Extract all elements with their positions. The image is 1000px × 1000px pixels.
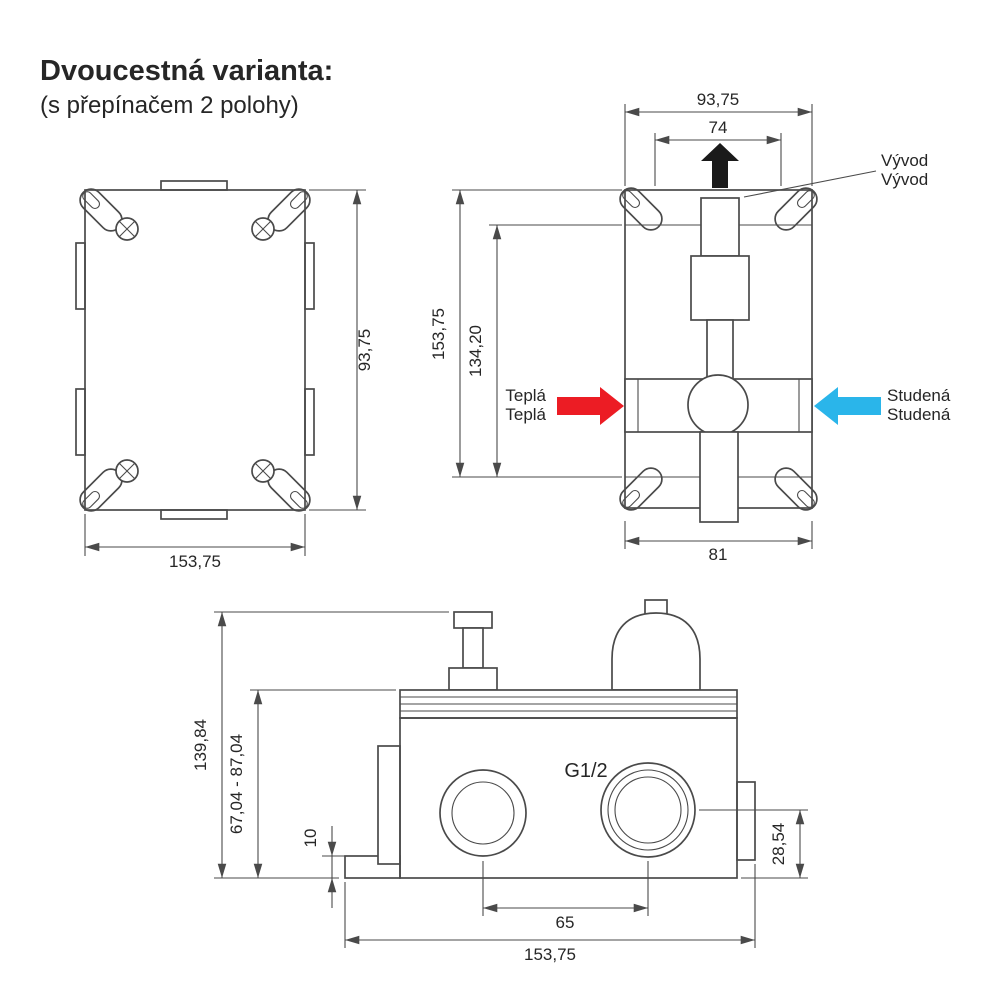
mounting-ear — [619, 187, 663, 231]
dim-side-total-width: 153,75 — [344, 864, 756, 964]
dim-rear-outer-height-label: 153,75 — [429, 308, 448, 360]
outlet-label: Vývod — [881, 151, 928, 170]
cold-arrow-icon — [814, 387, 881, 425]
bottom-pipe — [699, 431, 739, 523]
side-tab — [75, 388, 86, 456]
outlet-arrow-icon — [701, 143, 739, 188]
dim-side-depth-range: 67,04 - 87,04 — [227, 689, 396, 878]
side-tab — [160, 180, 228, 191]
left-plate — [377, 745, 401, 865]
dim-rear-hole-spacing-label: 74 — [709, 118, 728, 137]
box-outline — [84, 189, 306, 511]
dim-side-port-spacing-label: 65 — [556, 913, 575, 932]
dim-side-depth-range-label: 67,04 - 87,04 — [227, 734, 246, 834]
cold-label: Studená — [887, 386, 951, 405]
side-tab — [304, 388, 315, 456]
dim-front-height-label: 93,75 — [355, 329, 374, 372]
left-port-outer — [439, 769, 527, 857]
dim-rear-bottom-width-label: 81 — [709, 545, 728, 564]
dim-front-width-label: 153,75 — [169, 552, 221, 571]
outlet-leader-line — [743, 170, 877, 198]
dim-rear-inner-height: 134,20 — [466, 224, 622, 477]
stem-neck — [462, 627, 484, 669]
side-tab — [304, 242, 315, 310]
right-port-mid — [607, 769, 689, 851]
dim-rear-outer-height: 153,75 — [429, 189, 622, 478]
mounting-ear — [774, 187, 818, 231]
screw-icon — [251, 459, 275, 483]
dim-side-outlet-offset-label: 28,54 — [769, 823, 788, 866]
mounting-ear — [267, 468, 311, 512]
dim-rear-outer-width: 93,75 — [624, 90, 813, 186]
stem-base — [448, 667, 498, 691]
dim-rear-outer-width-label: 93,75 — [697, 90, 740, 109]
page-subtitle: (s přepínačem 2 polohy) — [40, 92, 299, 119]
dim-side-plate-thickness-label: 10 — [301, 829, 320, 848]
cold-label: Studená — [887, 405, 951, 424]
knob-dome — [611, 612, 701, 691]
mixing-ball — [687, 374, 749, 436]
screw-icon — [251, 217, 275, 241]
screw-icon — [115, 217, 139, 241]
screw-icon — [115, 459, 139, 483]
left-port-inner — [451, 781, 515, 845]
dim-side-outlet-offset: 28,54 — [699, 809, 808, 879]
side-tab — [75, 242, 86, 310]
dim-rear-inner-height-label: 134,20 — [466, 325, 485, 377]
front-view: 93,75 153,75 — [75, 180, 374, 571]
hot-label: Teplá — [505, 386, 546, 405]
hot-label: Teplá — [505, 405, 546, 424]
dim-rear-hole-spacing: 74 — [654, 118, 782, 186]
dim-side-total-width-label: 153,75 — [524, 945, 576, 964]
dim-side-total-height: 139,84 — [191, 611, 449, 879]
dim-front-height: 93,75 — [309, 189, 374, 511]
side-tab — [160, 509, 228, 520]
outlet-label: Vývod — [881, 170, 928, 189]
side-view: G1/2 139,84 67,04 - 87,04 10 28,54 — [191, 599, 808, 964]
rear-view: Vývod Vývod Teplá Teplá Studená Studená … — [429, 90, 951, 564]
thread-label: G1/2 — [564, 760, 607, 782]
page-title: Dvoucestná varianta: — [40, 55, 333, 87]
valve-block — [690, 255, 750, 321]
mounting-ear — [774, 467, 818, 511]
right-block — [736, 781, 756, 861]
outlet-pipe-upper — [700, 197, 740, 257]
dim-rear-bottom-width: 81 — [624, 521, 813, 564]
valve-body — [399, 717, 738, 879]
hot-arrow-icon — [557, 387, 624, 425]
dim-side-port-spacing: 65 — [482, 861, 649, 932]
stem-cap — [453, 611, 493, 629]
dim-side-plate-thickness: 10 — [301, 826, 347, 908]
valve-stem — [706, 319, 734, 380]
dim-side-total-height-label: 139,84 — [191, 719, 210, 771]
dim-front-width: 153,75 — [84, 514, 306, 571]
mounting-ear — [619, 467, 663, 511]
right-port-inner — [614, 776, 682, 844]
